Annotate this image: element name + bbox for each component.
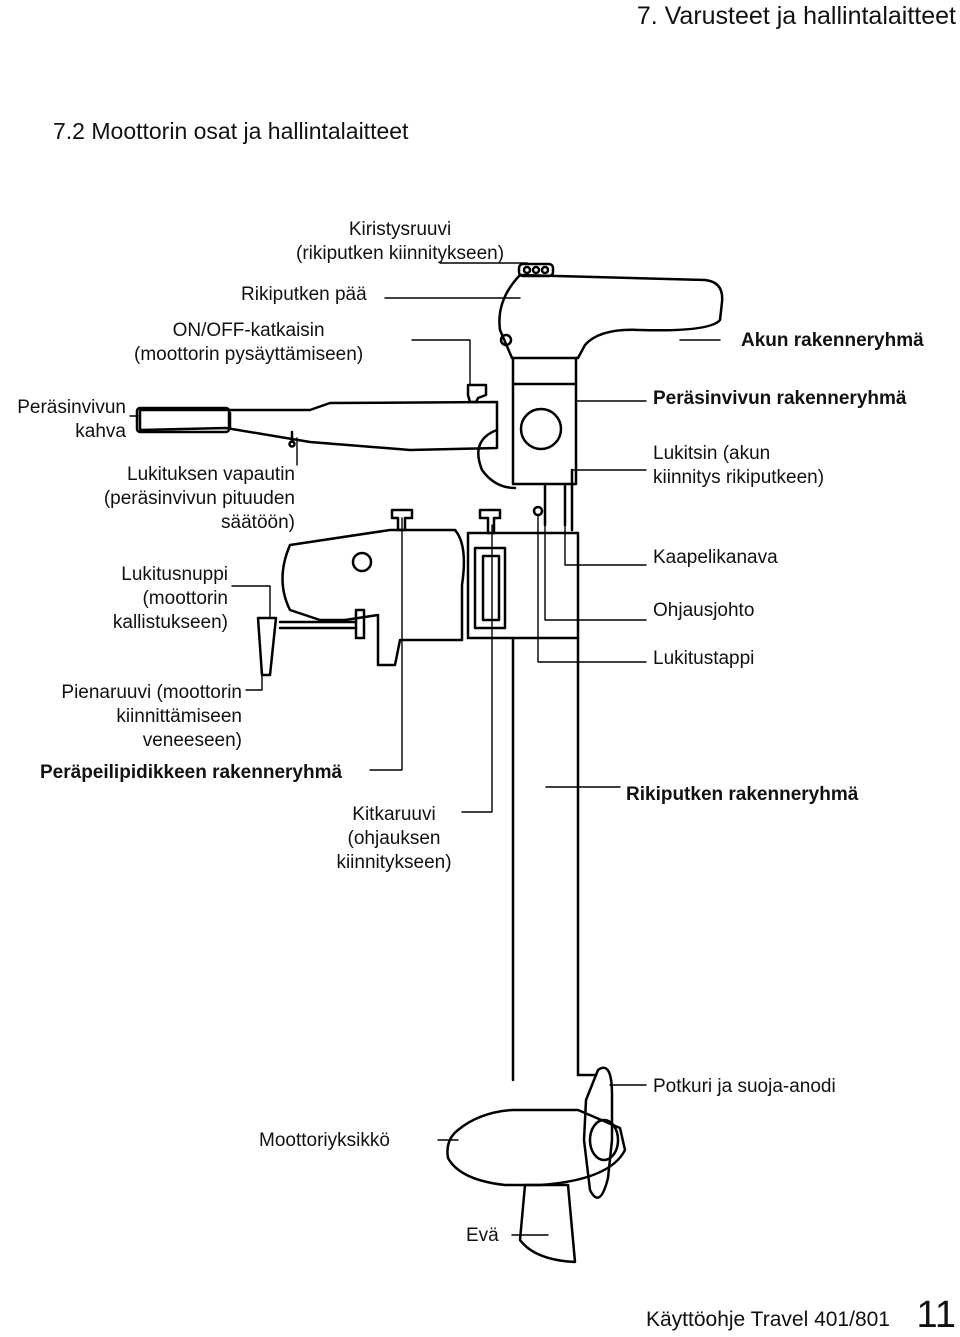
label-kaapelikanava: Kaapelikanava xyxy=(653,547,778,568)
transom-bracket xyxy=(281,528,466,667)
label-ohjausjohto: Ohjausjohto xyxy=(653,600,755,621)
tensioning-screw-knob xyxy=(517,262,555,278)
steering-block xyxy=(466,531,580,640)
label-eva: Evä xyxy=(466,1225,499,1246)
on-off-switch xyxy=(499,333,513,347)
section-title: 7.2 Moottorin osat ja hallintalaitteet xyxy=(53,118,409,144)
label-lukituksen-vapautin: Lukituksen vapautin(peräsinvivun pituude… xyxy=(103,464,295,533)
bracket-bolt-1 xyxy=(390,508,414,532)
label-rikiputken-paa: Rikiputken pää xyxy=(241,284,367,305)
manual-name: Käyttöohje Travel 401/801 xyxy=(645,1308,890,1331)
label-rikiputken-ryhma: Rikiputken rakenneryhmä xyxy=(626,784,859,805)
lock-pin xyxy=(532,505,544,517)
label-kiristysruuvi: Kiristysruuvi(rikiputken kiinnitykseen) xyxy=(296,219,505,264)
fin xyxy=(518,1183,577,1264)
label-perapeili: Peräpeilipidikkeen rakenneryhmä xyxy=(40,762,343,783)
chapter-header: 7. Varusteet ja hallintalaitteet xyxy=(636,2,956,30)
tiller-pivot xyxy=(519,407,563,451)
bracket-pin xyxy=(351,551,373,573)
top-housing xyxy=(498,273,724,360)
label-potkuri: Potkuri ja suoja-anodi xyxy=(653,1076,836,1097)
lock-knob-top xyxy=(466,383,488,404)
label-moottoriyksikko: Moottoriyksikkö xyxy=(259,1130,390,1151)
propeller xyxy=(582,1066,614,1199)
clamp-screw-handle xyxy=(256,616,278,677)
label-lukitustappi: Lukitustappi xyxy=(653,648,755,669)
tiller-arm xyxy=(138,400,499,452)
label-onoff: ON/OFF-katkaisin(moottorin pysäyttämisee… xyxy=(134,320,364,365)
cable-loop xyxy=(477,428,517,490)
page-number: 11 xyxy=(916,1294,956,1336)
label-akun: Akun rakenneryhmä xyxy=(741,330,924,351)
label-perasinvivun-ryhma: Peräsinvivun rakenneryhmä xyxy=(653,388,907,409)
bracket-bolt-2 xyxy=(478,508,502,535)
